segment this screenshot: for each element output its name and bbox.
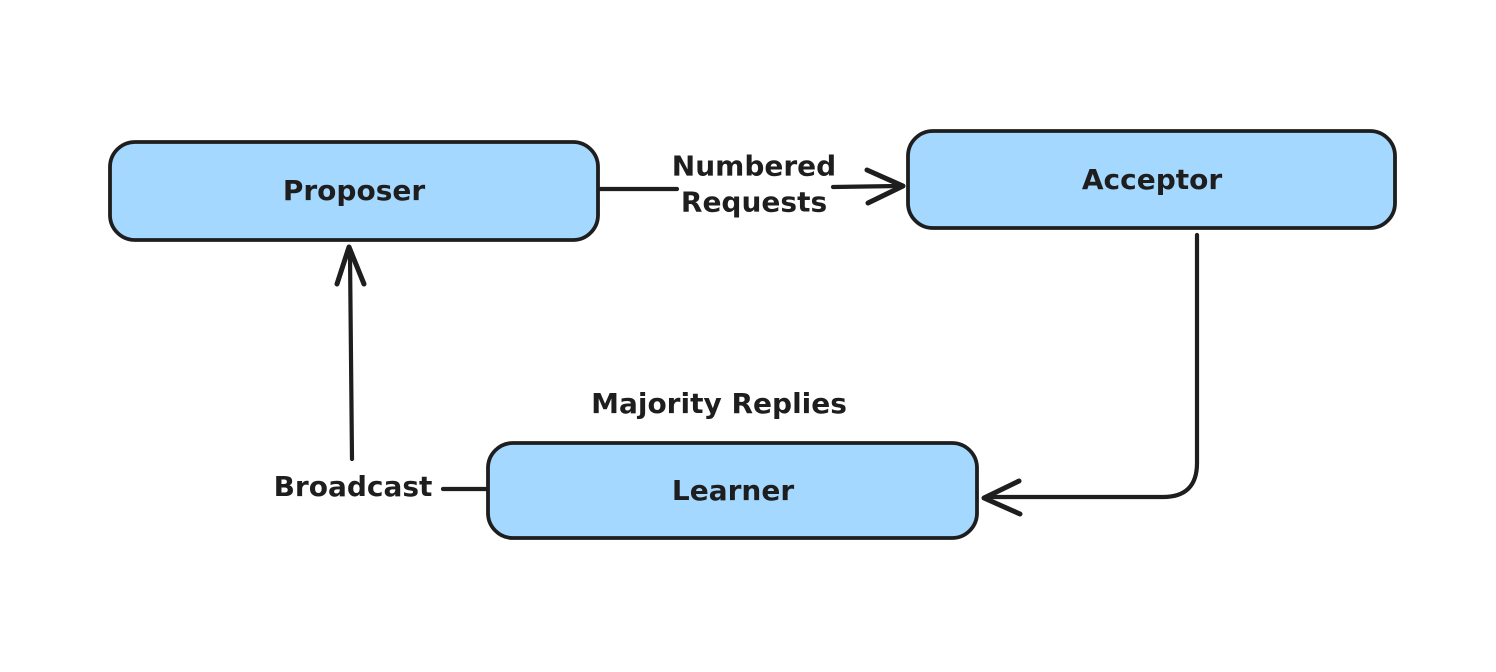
edge-label-broadcast: Broadcast <box>273 469 433 503</box>
edge-proposer-to-acceptor-line-right <box>830 183 902 190</box>
node-acceptor-label: Acceptor <box>1081 162 1223 196</box>
node-learner-box <box>486 441 979 540</box>
node-proposer-label: Proposer <box>282 173 426 207</box>
node-proposer-box <box>108 140 600 242</box>
arrowhead-into-learner-icon <box>981 478 1023 517</box>
edge-acceptor-to-learner-line <box>988 232 1200 500</box>
node-acceptor-box <box>906 129 1397 230</box>
arrowhead-into-acceptor-icon <box>864 167 906 206</box>
arrowhead-into-proposer-icon <box>334 244 367 287</box>
node-learner-label: Learner <box>671 473 795 507</box>
edge-label-majority-replies: Majority Replies <box>591 386 847 420</box>
edge-learner-to-proposer-line-vertical <box>347 252 355 462</box>
edge-label-line-1: Numbered <box>671 149 837 183</box>
edge-label-line-2: Requests <box>680 186 828 219</box>
edge-label-numbered-requests: Numbered Requests <box>672 149 836 222</box>
